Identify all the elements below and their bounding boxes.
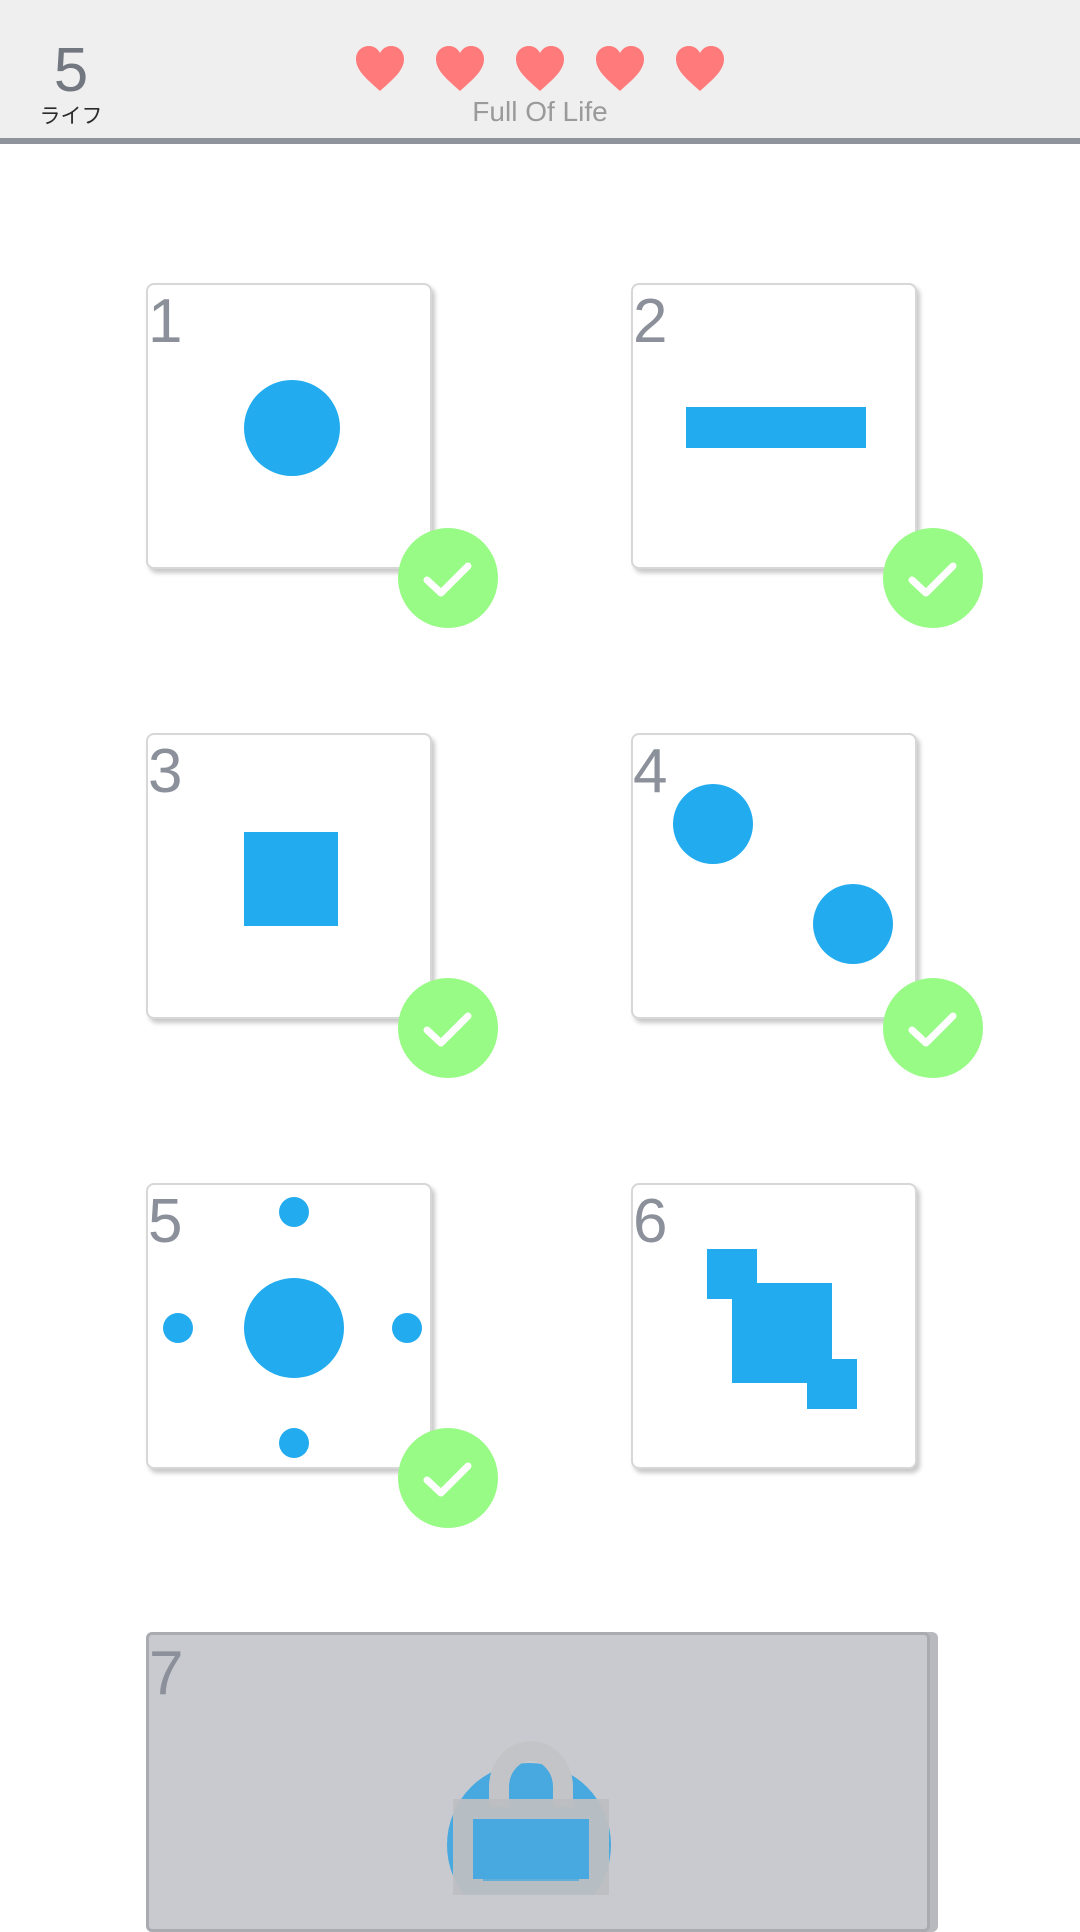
heart-icon [356, 46, 404, 91]
top-bar: 5 ライフ Full Of Life [0, 0, 1080, 144]
life-label: ライフ [39, 104, 103, 128]
heart-icon [676, 46, 724, 91]
heart-icon [516, 46, 564, 91]
level-number: 5 [148, 1187, 183, 1256]
level-card-6[interactable]: 6 [631, 1183, 917, 1469]
completed-check-icon [883, 978, 983, 1078]
heart-icon [596, 46, 644, 91]
level-number: 6 [633, 1187, 668, 1256]
level-number: 3 [148, 737, 183, 806]
heart-icon [436, 46, 484, 91]
bar-shape-icon [686, 407, 866, 448]
level-card-5[interactable]: 5 [146, 1183, 432, 1469]
two-circles-shape-icon [673, 784, 893, 964]
circle-dots-shape-icon [163, 1197, 422, 1458]
life-status-text: Full Of Life [472, 96, 608, 127]
stepped-squares-shape-icon [707, 1249, 857, 1409]
completed-check-icon [398, 978, 498, 1078]
level-card-4[interactable]: 4 [631, 733, 917, 1019]
completed-check-icon [883, 528, 983, 628]
completed-check-icon [398, 1428, 498, 1528]
level-number: 4 [633, 737, 668, 806]
level-number: 7 [149, 1639, 184, 1708]
level-card-1[interactable]: 1 [146, 283, 432, 569]
square-shape-icon [244, 832, 338, 926]
level-card-7-locked[interactable]: 7 [146, 1632, 930, 1932]
level-number: 1 [148, 287, 183, 356]
level-card-2[interactable]: 2 [631, 283, 917, 569]
level-number: 2 [633, 287, 668, 356]
circle-shape-icon [244, 380, 340, 476]
life-count: 5 [53, 36, 89, 105]
lock-icon [445, 1695, 645, 1927]
level-card-3[interactable]: 3 [146, 733, 432, 1019]
completed-check-icon [398, 528, 498, 628]
